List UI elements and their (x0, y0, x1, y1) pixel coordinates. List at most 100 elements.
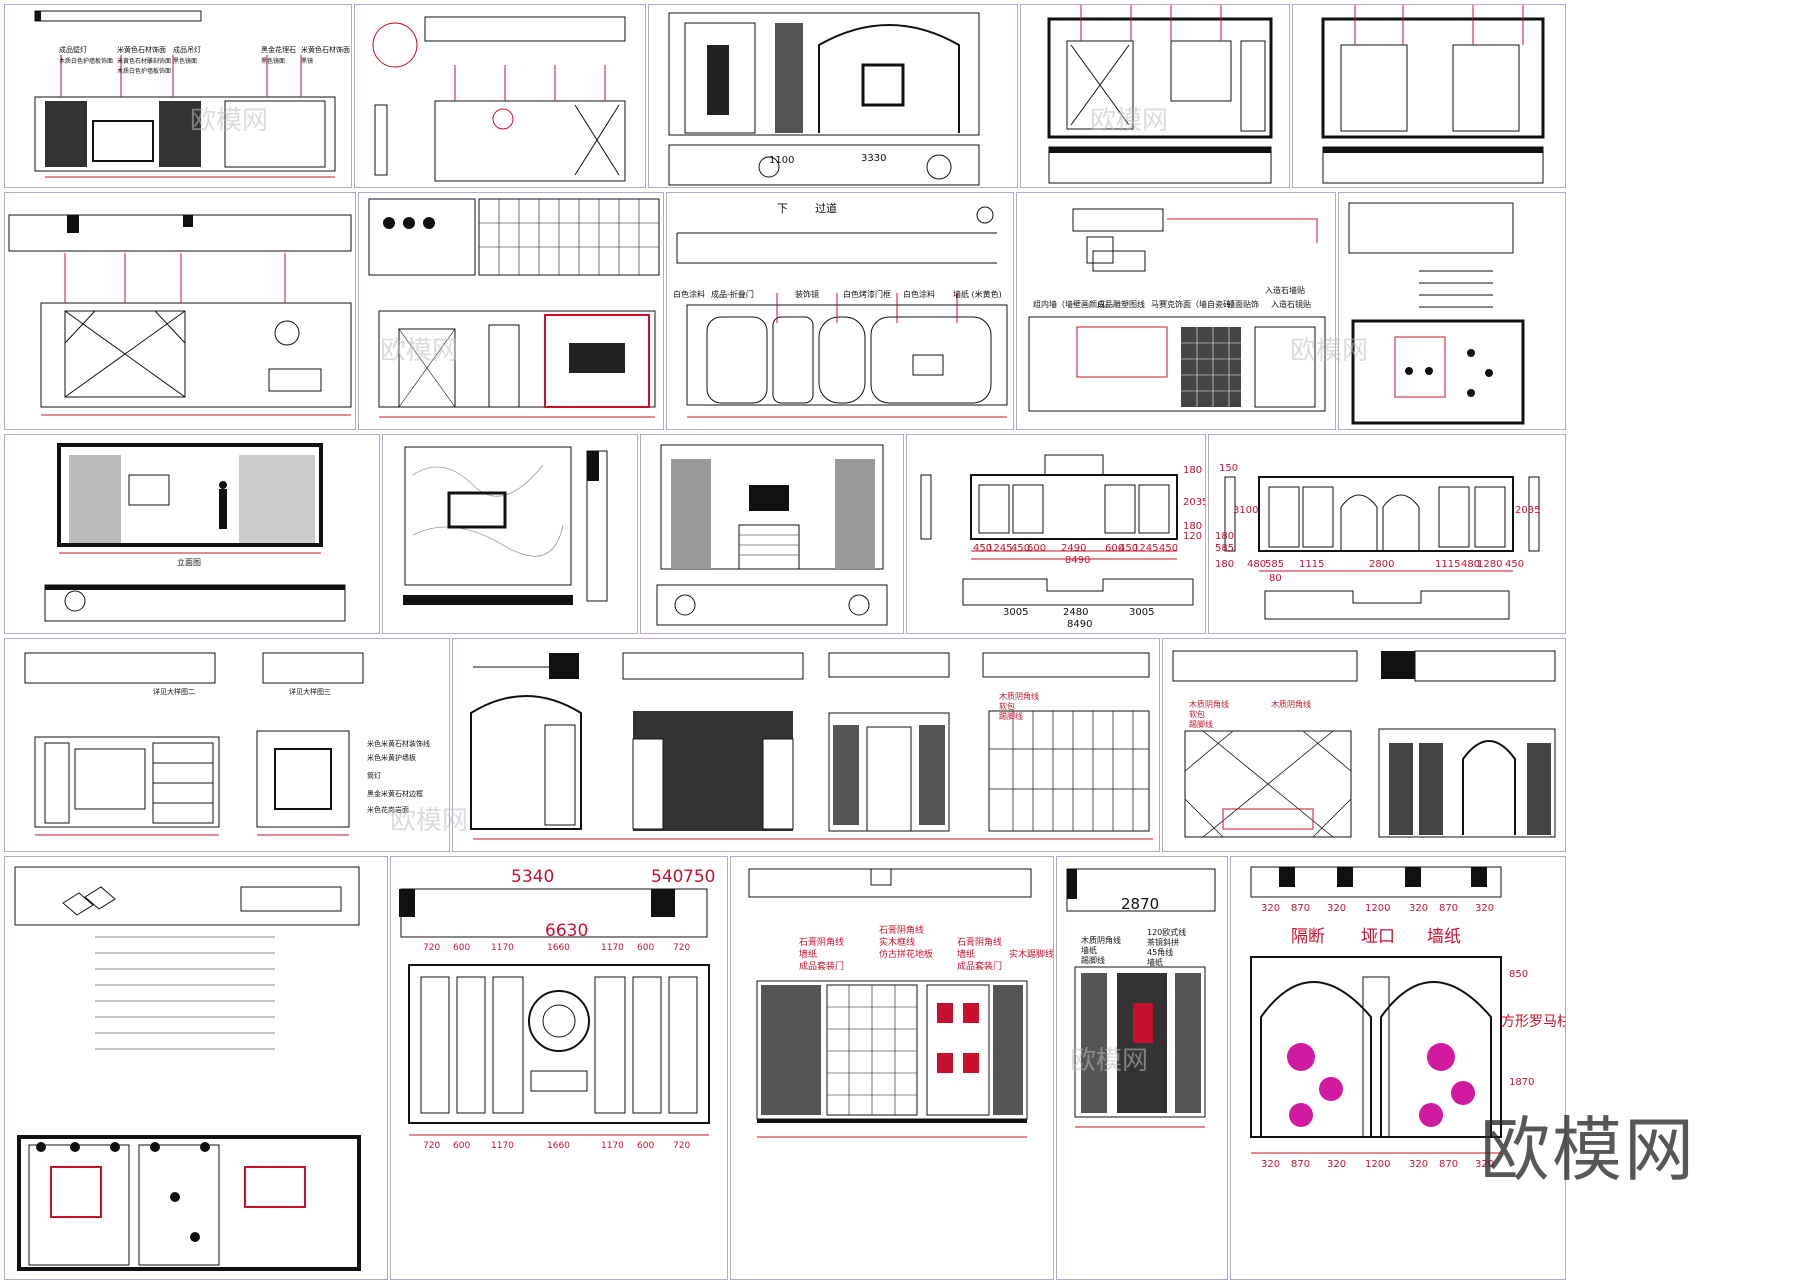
dimension-label: 750 (683, 867, 716, 887)
dimension-label: 320 (1327, 1159, 1347, 1170)
down-mark: 下 (777, 202, 788, 215)
label: 米黄色石材饰面 (301, 46, 350, 54)
label: 成品雕塑图线 (1097, 300, 1145, 309)
dimension-total: 6630 (545, 921, 589, 941)
label: 木质白色护墙板饰面 (117, 68, 172, 75)
dimension-label: 1660 (547, 943, 570, 953)
dimension-label: 320 (1409, 1159, 1429, 1170)
elevation-linework (34, 10, 336, 178)
drawing-sheet-corridor-elevation: 过道 下 白色涂料 成品-折叠门 装饰镜 白色烤漆门框 白色涂料 墙纸 (米黄色… (666, 192, 1014, 430)
elevation-linework (44, 443, 346, 622)
sheet-caption: 立面图 (177, 558, 201, 567)
elevation-linework (24, 652, 364, 836)
label: 黑金米黄石材边框 (367, 790, 423, 798)
drawing-sheet-european-wall-elevation: 3330 1100 (648, 4, 1018, 188)
dimension-label: 3330 (861, 153, 887, 164)
elevation-linework (8, 214, 352, 416)
label: 米色花岗岩面 (367, 806, 409, 814)
dimension-label: 585 (1215, 543, 1235, 554)
dimension-label: 1245 (987, 543, 1013, 554)
drawing-sheet-arch-partition-elevation: 隔断 垭口 墙纸 方形罗马柱 320 870 320 1200 320 870 … (1230, 856, 1566, 1280)
dimension-label: 180 (1183, 521, 1203, 532)
label: 白色涂料 (673, 290, 705, 299)
label: 踢脚线 (1189, 720, 1213, 729)
drawing-sheet-door-wall-elevation: 石膏阴角线 墙纸 成品套装门 石膏阴角线 实木框线 仿古拼花地板 石膏阴角线 墙… (730, 856, 1054, 1280)
dimension-label: 450 (1119, 543, 1139, 554)
dimension-label: 2870 (1121, 895, 1160, 913)
dimension-label: 585 (1265, 559, 1285, 570)
dimension-label: 1170 (601, 943, 624, 953)
elevation-linework (656, 444, 888, 626)
label: 软包 (1189, 710, 1205, 719)
label: 踢脚线 (1081, 956, 1105, 965)
dimension-label: 720 (673, 1141, 691, 1151)
label: 黑镜 (301, 58, 314, 65)
elevation-linework (470, 652, 1153, 840)
elevation-linework (1321, 5, 1545, 184)
drawing-sheet-fireplace-elevation (640, 434, 904, 634)
dimension-label: 150 (1219, 463, 1239, 474)
dimension-label: 480 (1461, 559, 1481, 570)
label: 木质阴角线 (1271, 700, 1311, 709)
elevation-linework (668, 12, 980, 186)
drawing-sheet-dining-elevation: 组内墙（墙壁画颜白） 成品雕塑图线 马赛克饰面（墙自瓷砖） 镜面贴饰 入造石墙贴… (1016, 192, 1336, 430)
label: 120欧式线 (1147, 928, 1187, 937)
elevation-linework (1224, 476, 1540, 620)
watermark-logo-text: 欧模网 (1480, 1109, 1696, 1191)
label: 墙纸 (957, 950, 976, 960)
drawing-sheet-kitchen-elevation (358, 192, 664, 430)
dimension-total: 8490 (1067, 619, 1093, 630)
dimension-label: 600 (1105, 543, 1125, 554)
elevation-linework (920, 454, 1194, 606)
dimension-label: 180 (1215, 559, 1235, 570)
label: 马赛克饰面（墙自瓷砖） (1151, 300, 1239, 309)
note-label: 详见大样图三 (289, 688, 331, 696)
drawing-sheet-ceiling-detail (1338, 192, 1566, 430)
drawing-sheet-study-elevation: 米色米黄石材装饰线 米色米黄护墙板 筒灯 黑金米黄石材边框 米色花岗岩面 详见大… (4, 638, 450, 852)
dimension-label: 600 (637, 1141, 655, 1151)
drawing-sheet-living-room-elevation-2 (4, 192, 356, 430)
dimension-label: 1115 (1299, 559, 1325, 570)
dimension-label: 2035 (1183, 497, 1206, 508)
elevation-linework (1066, 868, 1216, 1128)
label: 墙纸 (米黄色) (953, 290, 1002, 299)
dimension-label: 870 (1439, 903, 1459, 914)
label: 木质阴角线 (1189, 700, 1229, 709)
label: 墙纸 (1427, 927, 1461, 947)
dimension-label: 850 (1509, 969, 1529, 980)
label: 米黄色石材雕刻饰面 (117, 58, 172, 65)
label: 白色烤漆门框 (843, 290, 891, 299)
label: 石膏阴角线 (799, 938, 845, 948)
label: 隔断 (1291, 927, 1325, 947)
dimension-label: 1170 (491, 1141, 514, 1151)
label: 踢脚线 (999, 712, 1023, 721)
label: 成品套装门 (799, 962, 845, 972)
drawing-sheet-entrance-elevation (354, 4, 646, 188)
dimension-label: 600 (637, 943, 655, 953)
dimension-label: 80 (1269, 573, 1282, 584)
dimension-label: 320 (1261, 1159, 1281, 1170)
elevation-linework (1047, 5, 1273, 184)
label: 实木踢脚线 (1009, 950, 1054, 960)
elevation-linework (1028, 208, 1326, 412)
label: 成品吊灯 (173, 46, 201, 54)
label: 墙纸 (799, 950, 818, 960)
label: 筒灯 (367, 772, 381, 780)
corridor-title: 过道 (815, 202, 837, 215)
dimension-label: 320 (1475, 903, 1495, 914)
label: 石膏阴角线 (879, 926, 925, 936)
elevation-linework (399, 888, 710, 1136)
dimension-label: 320 (1327, 903, 1347, 914)
dimension-label: 320 (1475, 1159, 1495, 1170)
dimension-label: 1200 (1365, 903, 1391, 914)
dimension-label: 450 (1011, 543, 1031, 554)
label: 实木框线 (879, 938, 916, 948)
drawing-sheet-cabinet-elevation-a: 450 1245 450 600 2490 600 450 1245 450 8… (906, 434, 1206, 634)
dimension-label: 870 (1439, 1159, 1459, 1170)
elevation-linework (403, 446, 608, 605)
dimension-label: 2800 (1369, 559, 1395, 570)
drawing-sheet-living-room-elevation-1: 成品壁灯 米黄色石材饰面 成品吊灯 黑金花理石 米黄色石材饰面 木质白色护墙板饰… (4, 4, 352, 188)
label: 仿古拼花地板 (879, 950, 934, 960)
dimension-label: 1200 (1365, 1159, 1391, 1170)
label: 米黄色石材饰面 (117, 46, 166, 54)
